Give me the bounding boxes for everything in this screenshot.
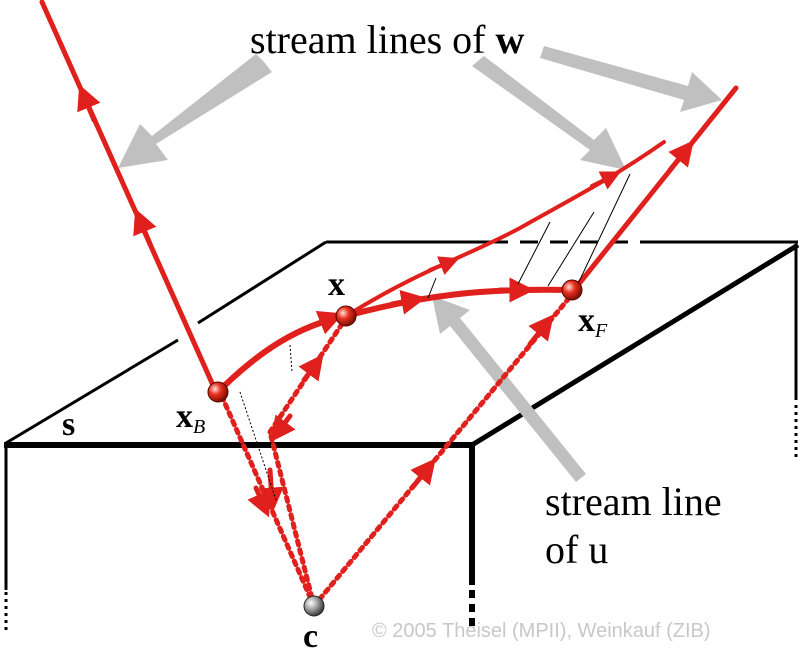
plane-right-edge bbox=[470, 242, 800, 448]
label-c: c bbox=[303, 618, 319, 655]
label-s: s bbox=[62, 406, 76, 443]
point-xF bbox=[561, 279, 583, 301]
arrow-dotted-x-3 bbox=[258, 467, 284, 513]
stream-line-left bbox=[39, 0, 219, 395]
plane-left-edge-lower bbox=[5, 338, 179, 445]
arrow-left-upper bbox=[77, 84, 101, 123]
thin-line-x bbox=[289, 344, 293, 373]
pointer-arrow-u bbox=[432, 296, 586, 482]
copyright-watermark: © 2005 Theisel (MPII), Weinkauf (ZIB) bbox=[372, 620, 711, 642]
label-w-variable: w bbox=[495, 17, 525, 62]
label-stream-lines-w: stream lines of w bbox=[250, 20, 524, 60]
thin-parallel-3 bbox=[547, 211, 595, 287]
thin-line-xB bbox=[239, 391, 277, 501]
plane-left-edge-upper bbox=[197, 240, 327, 325]
pointer-arrows bbox=[118, 46, 722, 482]
label-stream-lines-w-prefix: stream lines of bbox=[250, 17, 496, 62]
label-xF-main: x bbox=[578, 302, 595, 339]
point-x bbox=[335, 305, 357, 327]
point-xB bbox=[207, 381, 229, 403]
arrow-u-1 bbox=[309, 311, 344, 335]
label-xB: xB bbox=[176, 398, 206, 438]
arrow-dotted-x-2 bbox=[298, 354, 324, 383]
point-c bbox=[303, 595, 325, 617]
label-xB-sub: B bbox=[193, 416, 206, 438]
thin-parallel-2 bbox=[517, 221, 551, 285]
label-stream-line-u-2: of u bbox=[545, 527, 609, 572]
arrow-w-upper-2 bbox=[590, 171, 621, 190]
stream-line-w-right bbox=[571, 85, 739, 293]
points bbox=[207, 279, 583, 617]
arrow-u-2 bbox=[389, 289, 427, 315]
label-xF-sub: F bbox=[595, 320, 608, 342]
arrow-w-upper-1 bbox=[428, 256, 460, 275]
thin-parallel-4 bbox=[575, 173, 631, 289]
label-x: x bbox=[328, 266, 345, 303]
pointer-arrow-middle bbox=[472, 56, 626, 170]
arrow-w-right bbox=[667, 140, 694, 173]
label-xF: xF bbox=[578, 302, 608, 342]
arrow-left-lower bbox=[133, 208, 157, 247]
label-stream-line-u-1: stream line bbox=[545, 479, 722, 524]
label-xB-main: x bbox=[176, 398, 193, 435]
dotted-c-to-xB bbox=[217, 389, 317, 609]
arrow-dotted-xF-2 bbox=[527, 314, 554, 347]
pointer-arrow-left bbox=[118, 54, 272, 168]
arrow-dotted-x-1 bbox=[270, 413, 296, 442]
pointer-arrow-right bbox=[540, 46, 722, 112]
construction-lines bbox=[239, 173, 631, 501]
dotted-c-to-x bbox=[267, 429, 317, 609]
thin-parallel-1 bbox=[427, 277, 437, 299]
arrow-dotted-xF-1 bbox=[409, 458, 436, 491]
